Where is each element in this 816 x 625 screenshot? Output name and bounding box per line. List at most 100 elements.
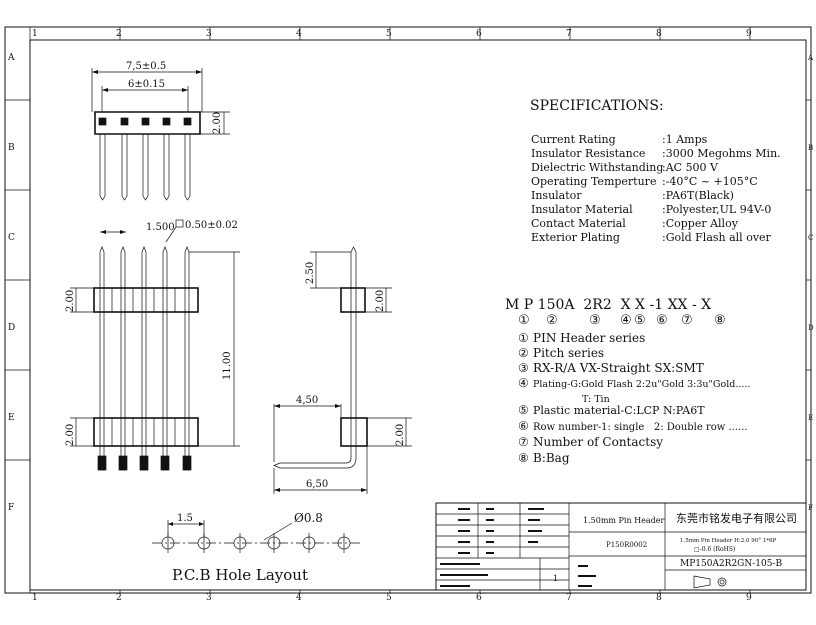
frame-top-3: 3 [206, 29, 212, 39]
front-height-top: 2.00 [65, 290, 76, 312]
projection-symbol-icon [693, 575, 727, 589]
side-body-bottom: 2.00 [395, 424, 406, 446]
legend-text: PIN Header series [533, 331, 645, 345]
spec-value: :3000 Megohms Min. [662, 147, 781, 160]
side-pin-top: 2.50 [305, 262, 316, 284]
title-desc-line2: □-0.6 (RoHS) [694, 546, 735, 553]
spec-label: Current Rating [531, 133, 616, 146]
title-desc-line1: 1.5mm Pin Header H:2.0 90° 1*6P [680, 538, 777, 544]
specs-title: SPECIFICATIONS: [530, 98, 664, 114]
code-marker-7: ⑦ [681, 313, 693, 328]
frame-top-2: 2 [116, 29, 122, 39]
frame-top-6: 6 [476, 29, 482, 39]
frame-top-4: 4 [296, 29, 302, 39]
spec-value: :-40°C ~ +105°C [662, 175, 758, 188]
spec-value: :Copper Alloy [662, 217, 739, 230]
spec-label: Insulator [531, 189, 582, 202]
legend-num: ⑦ [518, 435, 529, 449]
title-block: 1.50mm Pin Header 东莞市铭发电子有限公司 1.5mm Pin … [435, 502, 807, 591]
frame-bottom-5: 5 [386, 593, 392, 603]
top-height: 2.00 [212, 112, 223, 134]
spec-value: :AC 500 V [662, 161, 719, 174]
pcb-pitch: 1.5 [177, 513, 193, 524]
frame-bottom-6: 6 [476, 593, 482, 603]
legend-text: Row number-1: single 2: Double row .....… [533, 422, 748, 433]
frame-bottom-8: 8 [656, 593, 662, 603]
front-height-total: 11.00 [222, 351, 233, 380]
legend-text: Number of Contactsy [533, 435, 663, 449]
code-marker-1: ① [518, 313, 530, 328]
code-marker-2: ② [546, 313, 558, 328]
legend-text: T: Tin [582, 394, 610, 405]
spec-value: :PA6T(Black) [662, 189, 734, 202]
legend-num: ⑤ [518, 403, 529, 417]
spec-value: :Gold Flash all over [662, 231, 772, 244]
frame-bottom-9: 9 [746, 593, 752, 603]
legend-text: RX-R/A VX-Straight SX:SMT [533, 361, 704, 375]
frame-bottom-2: 2 [116, 593, 122, 603]
top-width-inner: 6±0.15 [128, 79, 165, 90]
part-code: M P 150A 2R2 X X -1 XX - X [505, 297, 711, 313]
code-marker-8: ⑧ [714, 313, 726, 328]
frame-left-C: C [8, 233, 15, 243]
frame-left-E: E [8, 413, 15, 423]
front-view: 1.500 0.50±0.02 [65, 219, 240, 471]
title-product: 1.50mm Pin Header [583, 516, 665, 525]
frame-right-B: B [808, 144, 813, 152]
code-marker-4: ④ [620, 313, 632, 328]
code-marker-6: ⑥ [656, 313, 668, 328]
specifications: SPECIFICATIONS: Current Rating :1 Amps I… [530, 98, 781, 244]
frame-bottom-3: 3 [206, 593, 212, 603]
title-company: 东莞市铭发电子有限公司 [676, 511, 797, 525]
title-drawing-number: P150R0002 [606, 541, 647, 549]
frame-bottom-4: 4 [296, 593, 302, 603]
front-height-bottom: 2.00 [65, 424, 76, 446]
legend-num: ④ [518, 376, 529, 390]
front-pitch: 1.500 [146, 222, 175, 233]
spec-value: :Polyester,UL 94V-0 [662, 203, 771, 216]
frame-top-7: 7 [566, 29, 572, 39]
frame-top-8: 8 [656, 29, 662, 39]
pcb-hole-layout: 1.5 Ø0.8 P.C.B Hole Layout [152, 511, 360, 584]
frame-left-D: D [8, 323, 15, 333]
legend-text: Plastic material-C:LCP N:PA6T [533, 404, 705, 417]
spec-value: :1 Amps [662, 133, 708, 146]
frame-top-1: 1 [32, 29, 38, 39]
spec-label: Contact Material [531, 217, 626, 230]
side-view: 2.50 2.00 2.00 4,50 6,50 [273, 246, 412, 494]
side-body-top: 2.00 [375, 290, 386, 312]
top-width-outer: 7,5±0.5 [126, 61, 166, 72]
side-total-length: 6,50 [306, 479, 328, 490]
code-marker-3: ③ [589, 313, 601, 328]
title-part-number: MP150A2R2GN-105-B [680, 559, 783, 569]
code-marker-5: ⑤ [634, 313, 646, 328]
title-sheet: 1 [553, 574, 558, 583]
legend-text: B:Bag [533, 451, 570, 465]
spec-label: Insulator Resistance [531, 147, 645, 160]
frame-right-F: F [808, 504, 813, 512]
frame-top-9: 9 [746, 29, 752, 39]
drawing-frame: 1 2 3 4 5 6 7 8 9 1 2 3 4 5 6 7 8 9 A B … [4, 26, 814, 603]
legend-text: Pitch series [533, 346, 604, 360]
frame-top-5: 5 [386, 29, 392, 39]
pcb-hole-diameter: Ø0.8 [294, 511, 323, 525]
frame-bottom-7: 7 [566, 593, 572, 603]
spec-label: Exterior Plating [531, 231, 620, 244]
frame-left-F: F [8, 503, 14, 513]
frame-left-A: A [7, 53, 15, 63]
legend-num: ① [518, 331, 529, 345]
legend-num: ② [518, 346, 529, 360]
spec-label: Insulator Material [531, 203, 633, 216]
top-view: 7,5±0.5 6±0.15 2.00 [91, 61, 230, 201]
pcb-caption: P.C.B Hole Layout [172, 566, 308, 584]
frame-right-D: D [808, 324, 814, 332]
frame-right-E: E [808, 414, 813, 422]
frame-bottom-1: 1 [32, 593, 38, 603]
legend-text: Plating-G:Gold Flash 2:2u"Gold 3:3u"Gold… [533, 379, 750, 390]
legend-num: ⑧ [518, 451, 529, 465]
spec-label: Dielectric Withstanding [531, 161, 663, 174]
part-number-code: M P 150A 2R2 X X -1 XX - X ① ② ③ ④ ⑤ ⑥ ⑦… [505, 297, 750, 465]
frame-right-A: A [807, 54, 814, 62]
front-pin-size: 0.50±0.02 [185, 220, 238, 231]
